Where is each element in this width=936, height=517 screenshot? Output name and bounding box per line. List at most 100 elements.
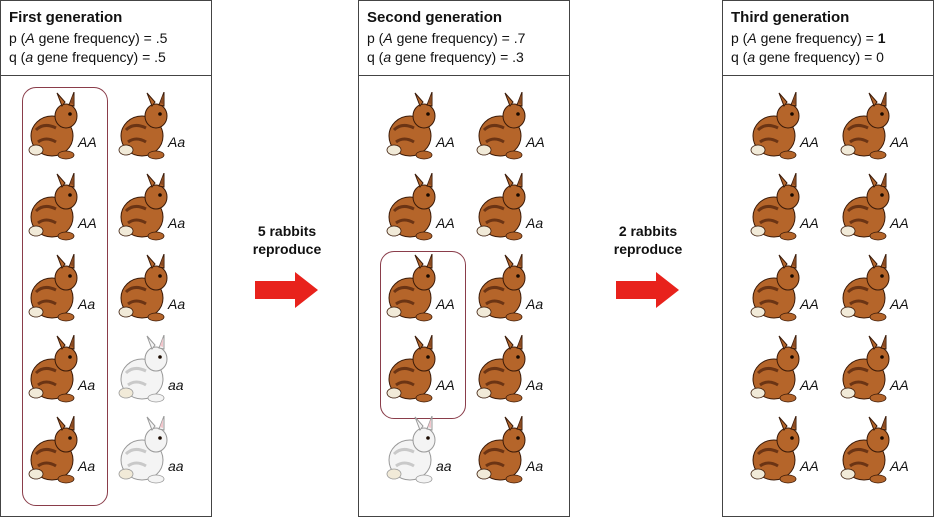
rabbit-icon: [28, 416, 78, 484]
rabbit-icon: [750, 173, 800, 241]
reproduce-arrow-1: 5 rabbits reproduce: [232, 222, 342, 308]
right-arrow-icon: [616, 272, 679, 308]
white-rabbit: aa: [384, 416, 472, 486]
rabbit-icon: [118, 416, 168, 484]
q-value: 0: [876, 49, 884, 65]
genotype-label: AA: [800, 134, 819, 150]
rabbit-icon: [840, 254, 890, 322]
q-frequency-line: q (a gene frequency) = .5: [9, 49, 166, 65]
panel-header: Third generation p (A gene frequency) = …: [722, 0, 934, 76]
arrow-label-line2: reproduce: [613, 241, 683, 257]
panel-header: Second generation p (A gene frequency) =…: [358, 0, 570, 76]
genotype-label: AA: [800, 458, 819, 474]
genotype-label: AA: [800, 215, 819, 231]
rabbit-icon: [386, 416, 436, 484]
genotype-label: aa: [436, 458, 452, 474]
genotype-label: aa: [168, 377, 184, 393]
brown-rabbit: Aa: [116, 173, 204, 243]
rabbit-icon: [386, 92, 436, 160]
brown-rabbit: Aa: [26, 254, 114, 324]
rabbit-icon: [476, 173, 526, 241]
brown-rabbit: AA: [384, 254, 472, 324]
panel-title: Third generation: [731, 9, 850, 26]
panel-third-generation: Third generation p (A gene frequency) = …: [722, 0, 934, 517]
rabbit-icon: [28, 254, 78, 322]
genotype-label: Aa: [526, 377, 544, 393]
genotype-label: AA: [78, 134, 97, 150]
brown-rabbit: AA: [838, 92, 926, 162]
arrow-label-line1: 5 rabbits: [257, 223, 317, 239]
rabbit-icon: [118, 173, 168, 241]
right-arrow-icon: [255, 272, 318, 308]
brown-rabbit: AA: [384, 173, 472, 243]
rabbit-icon: [28, 335, 78, 403]
p-frequency-line: p (A gene frequency) = 1: [731, 30, 886, 46]
rabbit-icon: [750, 416, 800, 484]
rabbit-icon: [476, 416, 526, 484]
brown-rabbit: AA: [838, 335, 926, 405]
genotype-label: Aa: [526, 215, 544, 231]
rabbit-icon: [118, 92, 168, 160]
genotype-label: AA: [436, 296, 455, 312]
rabbit-icon: [476, 254, 526, 322]
rabbit-icon: [840, 173, 890, 241]
brown-rabbit: AA: [748, 254, 836, 324]
brown-rabbit: AA: [384, 335, 472, 405]
brown-rabbit: Aa: [116, 92, 204, 162]
panel-header: First generation p (A gene frequency) = …: [0, 0, 212, 76]
genotype-label: AA: [78, 215, 97, 231]
panel-second-generation: Second generation p (A gene frequency) =…: [358, 0, 570, 517]
reproducing-group-outline: [22, 87, 108, 506]
arrow-shape: [616, 272, 679, 308]
arrow-label-line1: 2 rabbits: [618, 223, 678, 239]
panel-title: First generation: [9, 9, 123, 26]
rabbit-icon: [118, 335, 168, 403]
q-value: .5: [154, 49, 166, 65]
rabbit-icon: [28, 173, 78, 241]
q-frequency-line: q (a gene frequency) = .3: [367, 49, 524, 65]
brown-rabbit: AA: [838, 416, 926, 486]
rabbit-icon: [476, 92, 526, 160]
reproducing-group-outline: [380, 251, 466, 419]
p-value: .7: [513, 30, 526, 46]
genotype-label: Aa: [78, 458, 96, 474]
genotype-label: AA: [526, 134, 545, 150]
genotype-label: Aa: [78, 377, 96, 393]
q-frequency-line: q (a gene frequency) = 0: [731, 49, 884, 65]
genotype-label: Aa: [526, 296, 544, 312]
p-value: .5: [155, 30, 168, 46]
genotype-label: AA: [890, 377, 909, 393]
brown-rabbit: AA: [748, 416, 836, 486]
genotype-label: AA: [890, 215, 909, 231]
brown-rabbit: Aa: [26, 416, 114, 486]
p-value: 1: [877, 30, 886, 46]
genotype-label: AA: [800, 377, 819, 393]
brown-rabbit: AA: [474, 92, 562, 162]
rabbit-icon: [386, 173, 436, 241]
p-frequency-line: p (A gene frequency) = .7: [367, 30, 526, 46]
genotype-label: AA: [800, 296, 819, 312]
rabbit-icon: [840, 335, 890, 403]
white-rabbit: aa: [116, 335, 204, 405]
genotype-label: AA: [436, 134, 455, 150]
panel-first-generation: First generation p (A gene frequency) = …: [0, 0, 212, 517]
brown-rabbit: AA: [748, 335, 836, 405]
genotype-label: AA: [436, 377, 455, 393]
brown-rabbit: Aa: [474, 254, 562, 324]
genotype-label: AA: [890, 458, 909, 474]
brown-rabbit: Aa: [474, 173, 562, 243]
arrow-shape: [255, 272, 318, 308]
brown-rabbit: Aa: [474, 335, 562, 405]
brown-rabbit: AA: [748, 92, 836, 162]
brown-rabbit: AA: [748, 173, 836, 243]
genotype-label: Aa: [168, 215, 186, 231]
rabbit-icon: [118, 254, 168, 322]
q-value: .3: [512, 49, 524, 65]
brown-rabbit: AA: [26, 173, 114, 243]
rabbit-icon: [840, 92, 890, 160]
brown-rabbit: AA: [384, 92, 472, 162]
rabbit-icon: [750, 254, 800, 322]
genotype-label: Aa: [78, 296, 96, 312]
brown-rabbit: Aa: [26, 335, 114, 405]
brown-rabbit: Aa: [474, 416, 562, 486]
